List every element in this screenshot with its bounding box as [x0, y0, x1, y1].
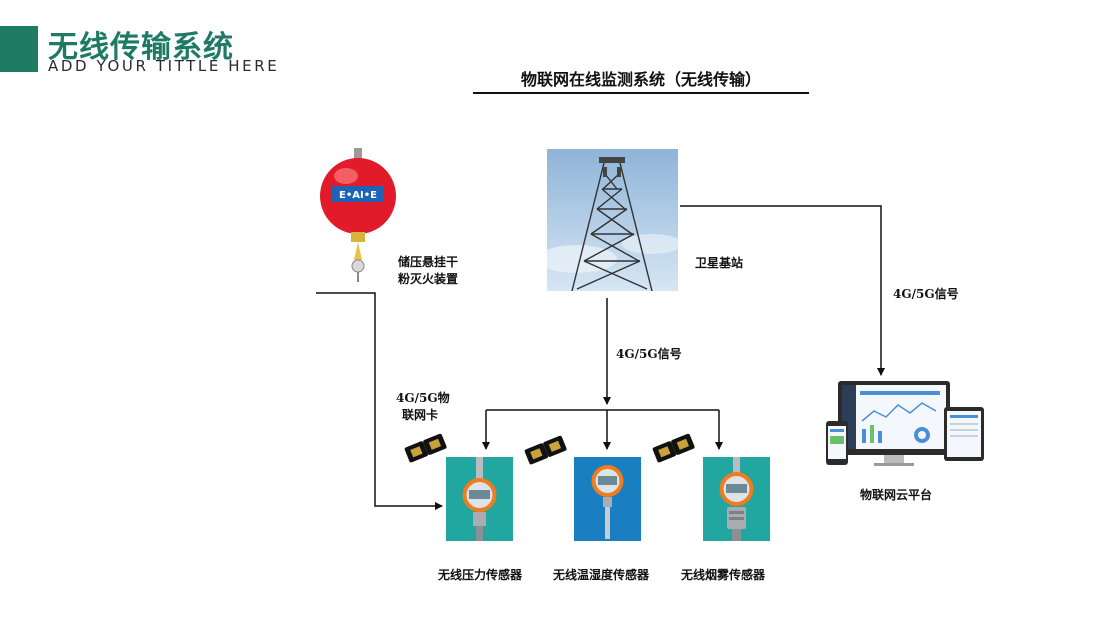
extinguisher-label-line2: 粉灭火装置 [398, 272, 459, 286]
extinguisher-label-line1: 储压悬挂干 [398, 255, 459, 269]
diagram-title: 物联网在线监测系统（无线传输） [520, 70, 761, 89]
sensor-label-temp-humidity: 无线温湿度传感器 [553, 568, 650, 582]
smoke-sensor-image [703, 457, 770, 541]
sensor-label-smoke: 无线烟雾传感器 [681, 568, 766, 582]
signal-label-tower-to-sensors: 4G/5G信号 [616, 347, 682, 361]
edge-tower-to-cloud [680, 205, 885, 376]
base-station-label: 卫星基站 [695, 256, 744, 270]
title-accent-bar [0, 26, 38, 72]
page-title: 无线传输系统 [48, 30, 234, 65]
pressure-sensor-image [446, 457, 513, 541]
sim-card-icon-2 [522, 434, 570, 468]
sim-card-icon-3 [650, 432, 698, 466]
edge-extinguisher-to-sensor [316, 292, 443, 510]
temp-humidity-sensor-image [574, 457, 641, 541]
iot-card-label-line2: 联网卡 [402, 408, 439, 422]
title-underline [473, 92, 809, 94]
extinguisher-logo: E•AI•E [339, 190, 377, 201]
signal-label-tower-to-cloud: 4G/5G信号 [893, 287, 959, 301]
iot-card-label-line1: 4G/5G物 [396, 391, 450, 405]
cloud-platform-devices-image [826, 381, 988, 473]
cloud-platform-label: 物联网云平台 [860, 488, 933, 502]
page-subtitle: ADD YOUR TITTLE HERE [48, 57, 280, 75]
base-station-image [547, 149, 678, 291]
sim-card-icon-1 [402, 432, 450, 466]
extinguisher-image: E•AI•E [318, 148, 398, 283]
sensor-label-pressure: 无线压力传感器 [438, 568, 523, 582]
